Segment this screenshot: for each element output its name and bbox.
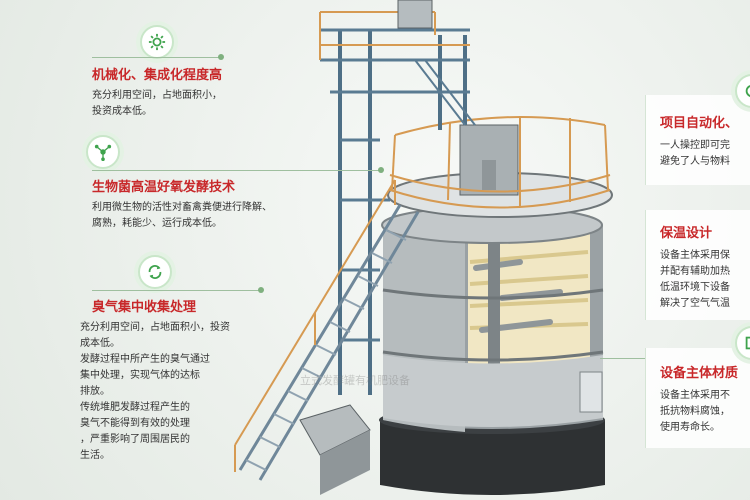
feature-desc-line: ，严重影响了周围居民的 — [80, 434, 190, 445]
feature-desc-line: 投资成本低。 — [92, 106, 152, 117]
feature-card-automation — [645, 95, 750, 185]
feature-desc-line: 发酵过程中所产生的臭气通过 — [80, 354, 210, 365]
feature-desc-line: 生活。 — [80, 450, 110, 461]
feature-title-insulation: 保温设计 — [660, 226, 713, 241]
gear-icon — [140, 25, 174, 59]
feature-desc-line: 解决了空气气温 — [660, 298, 730, 309]
fermentation-tank-illustration — [234, 0, 613, 495]
tank-base — [380, 420, 605, 495]
connector-line — [92, 57, 222, 58]
connector-dot — [258, 287, 264, 293]
feature-desc-line: 低温环境下设备 — [660, 282, 730, 293]
recycle-icon — [138, 255, 172, 289]
watermark: 立式发酵罐有机肥设备 — [300, 374, 410, 387]
feature-title-mechanization: 机械化、集成化程度高 — [92, 68, 223, 83]
feature-card-material — [645, 348, 750, 448]
feature-desc-line: 并配有辅助加热 — [660, 266, 730, 277]
main-staircase — [238, 204, 420, 481]
feature-desc-line: 充分利用空间，占地面积小， — [92, 90, 222, 101]
feature-desc-line: 利用微生物的活性对畜禽粪便进行降解、 — [92, 202, 272, 213]
feature-desc-line: 腐熟，耗能少、运行成本低。 — [92, 218, 222, 229]
feature-title-odor: 臭气集中收集处理 — [92, 300, 197, 315]
molecule-icon — [86, 135, 120, 169]
feature-card-insulation — [645, 210, 750, 320]
feature-desc-line: 一人操控即可完 — [660, 140, 730, 151]
connector-line — [600, 358, 645, 359]
feature-desc-line: 充分利用空间，占地面积小，投资 — [80, 322, 230, 333]
connector-dot — [378, 167, 384, 173]
feature-desc-line: 集中处理，实现气体的达标 — [80, 370, 200, 381]
feature-desc-line: 臭气不能得到有效的处理 — [80, 418, 190, 429]
connector-dot — [218, 54, 224, 60]
connector-line — [92, 290, 262, 291]
feature-desc-line: 设备主体采用不 — [660, 390, 730, 401]
feature-desc-line: 设备主体采用保 — [660, 250, 730, 261]
feature-desc-line: 使用寿命长。 — [660, 422, 720, 433]
feature-desc-line: 成本低。 — [80, 338, 120, 349]
feature-desc-line: 抵抗物料腐蚀， — [660, 406, 730, 417]
connector-line — [92, 170, 382, 171]
feature-desc-line: 排放。 — [80, 386, 110, 397]
feature-desc-line: 传统堆肥发酵过程产生的 — [80, 402, 190, 413]
feature-title-fermentation: 生物菌高温好氧发酵技术 — [92, 180, 236, 195]
feature-desc-line: 避免了人与物料 — [660, 156, 730, 167]
feature-title-material: 设备主体材质 — [660, 366, 739, 381]
feature-title-automation: 项目自动化、 — [660, 116, 739, 131]
